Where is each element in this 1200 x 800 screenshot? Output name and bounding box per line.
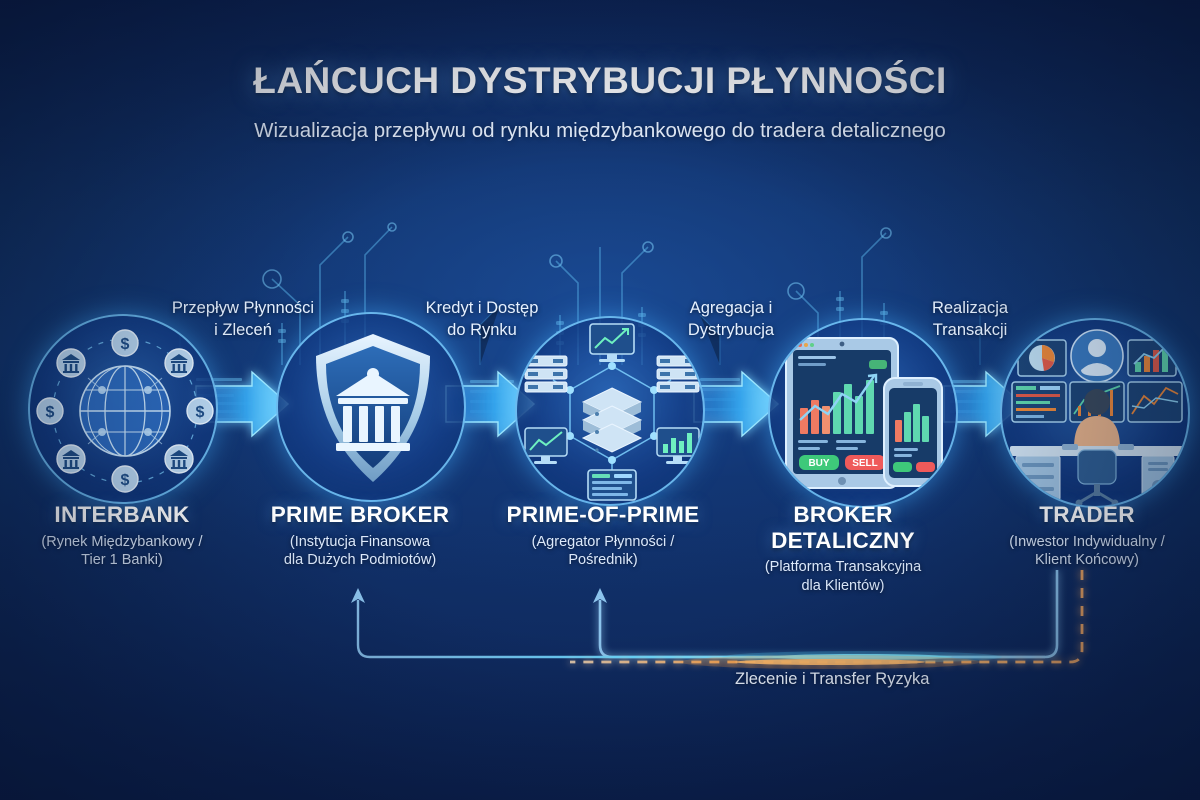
bank-badge-icon (56, 444, 86, 474)
node-interbank[interactable]: $ $ $ $ (28, 314, 218, 504)
server-rack-icon (656, 355, 700, 393)
globe-banks-network-icon: $ $ $ $ (36, 329, 214, 493)
node-trader[interactable] (1000, 318, 1190, 508)
node-subtitle-line2: dla Klientów) (801, 577, 885, 594)
svg-text:$: $ (196, 404, 205, 421)
svg-text:$: $ (121, 336, 130, 353)
node-subtitle-line2: dla Dużych Podmiotów) (283, 552, 437, 569)
dollar-coin-icon: $ (111, 465, 139, 493)
shield-bank-icon (316, 334, 430, 482)
dollar-coin-icon: $ (111, 329, 139, 357)
monitor-bar-chart-icon (656, 427, 700, 464)
monitor-pie-chart-icon (1017, 339, 1067, 377)
monitor-data-right-icon (1127, 381, 1183, 423)
monitor-data-left-icon (1011, 381, 1067, 423)
bank-badge-icon (56, 348, 86, 378)
monitor-bar-chart-icon (1127, 339, 1177, 377)
dollar-coin-icon: $ (186, 397, 214, 425)
connector-label-pop-to-broker: Agregacja i Dystrybucja (641, 297, 821, 342)
connector-label-line1: Agregacja i (689, 299, 773, 317)
connector-label-line2: i Zleceń (214, 321, 272, 340)
avatar-icon (1070, 329, 1124, 383)
connector-label-line1: Przepływ Płynności (171, 299, 315, 317)
node-name: BROKER DETALICZNY (718, 502, 968, 553)
node-subtitle-line2: Pośrednik) (568, 552, 638, 569)
connector-label-interbank-to-prime-broker: Przepływ Płynności i Zleceń (153, 297, 333, 342)
node-prime-of-prime[interactable] (515, 316, 705, 506)
office-chair-icon (1075, 449, 1119, 506)
node-ring: $ $ $ $ (28, 314, 218, 504)
sell-button[interactable]: SELL (845, 455, 885, 470)
node-ring (515, 316, 705, 506)
buy-button[interactable]: BUY (799, 455, 839, 470)
node-subtitle-line1: (Inwestor Indywidualny / (1009, 533, 1165, 550)
connector-label-line2: do Rynku (447, 321, 517, 340)
node-subtitle-line1: (Instytucja Finansowa (289, 533, 431, 550)
node-subtitle-line2: Tier 1 Banki) (81, 552, 163, 569)
node-name-line1: BROKER (793, 502, 893, 527)
node-ring (1000, 318, 1190, 508)
node-name: PRIME BROKER (270, 502, 450, 527)
connector-label-line2: Transakcji (932, 321, 1008, 340)
node-broker-detaliczny[interactable]: BUY SELL (768, 318, 958, 508)
tablet-phone-trading-icon: BUY SELL (785, 337, 943, 489)
node-subtitle: (Rynek Międzybankowy / Tier 1 Banki) (0, 533, 247, 570)
trader-desk-monitors-icon (1010, 329, 1184, 506)
connector-label-broker-to-trader: Realizacja Transakcji (880, 297, 1060, 342)
phone-device-icon (883, 377, 943, 487)
caption-interbank: INTERBANK (Rynek Międzybankowy / Tier 1 … (0, 502, 247, 570)
node-subtitle-line1: (Platforma Transakcyjna (764, 559, 922, 576)
node-subtitle-line2: Klient Końcowy) (1035, 552, 1139, 569)
node-subtitle: (Platforma Transakcyjna dla Klientów) (718, 558, 968, 595)
page-title: ŁAŃCUCH DYSTRYBUCJI PŁYNNOŚCI (253, 60, 947, 101)
svg-text:$: $ (121, 472, 130, 489)
caption-broker-detaliczny: BROKER DETALICZNY (Platforma Transakcyjn… (718, 502, 968, 595)
node-subtitle: (Instytucja Finansowa dla Dużych Podmiot… (235, 533, 485, 570)
node-ring: BUY SELL (768, 318, 958, 508)
node-subtitle-line1: (Rynek Międzybankowy / (41, 533, 203, 550)
svg-text:$: $ (46, 404, 55, 421)
feedback-loop-label: Zlecenie i Transfer Ryzyka (735, 670, 930, 688)
server-network-icon (524, 323, 700, 501)
node-name: PRIME-OF-PRIME (506, 502, 700, 527)
node-name-line2: DETALICZNY (771, 527, 915, 553)
connector-label-line2: Dystrybucja (687, 321, 775, 340)
caption-prime-of-prime: PRIME-OF-PRIME (Agregator Płynności / Po… (478, 502, 728, 570)
caption-prime-broker: PRIME BROKER (Instytucja Finansowa dla D… (235, 502, 485, 570)
node-subtitle: (Agregator Płynności / Pośrednik) (478, 533, 728, 570)
node-name: INTERBANK (54, 502, 190, 527)
connector-label-line1: Realizacja (931, 299, 1009, 317)
connector-label-line1: Kredyt i Dostęp (425, 299, 539, 317)
svg-text:BUY: BUY (808, 458, 829, 469)
dollar-coin-icon: $ (36, 397, 64, 425)
monitor-chart-icon (589, 323, 635, 362)
connector-label-prime-broker-to-pop: Kredyt i Dostęp do Rynku (392, 297, 572, 342)
header: ŁAŃCUCH DYSTRYBUCJI PŁYNNOŚCI Wizualizac… (0, 0, 1200, 143)
monitor-data-icon (587, 469, 637, 501)
bank-badge-icon (164, 444, 194, 474)
node-name: TRADER (1039, 502, 1135, 527)
caption-trader: TRADER (Inwestor Indywidualny / Klient K… (962, 502, 1200, 570)
tablet-device-icon: BUY SELL (785, 337, 899, 489)
server-rack-icon (524, 355, 568, 393)
bank-badge-icon (164, 348, 194, 378)
node-subtitle: (Inwestor Indywidualny / Klient Końcowy) (962, 533, 1200, 570)
svg-text:SELL: SELL (852, 458, 878, 469)
page-subtitle: Wizualizacja przepływu od rynku międzyba… (254, 119, 946, 142)
node-subtitle-line1: (Agregator Płynności / (531, 533, 675, 550)
monitor-line-chart-icon (524, 427, 568, 464)
